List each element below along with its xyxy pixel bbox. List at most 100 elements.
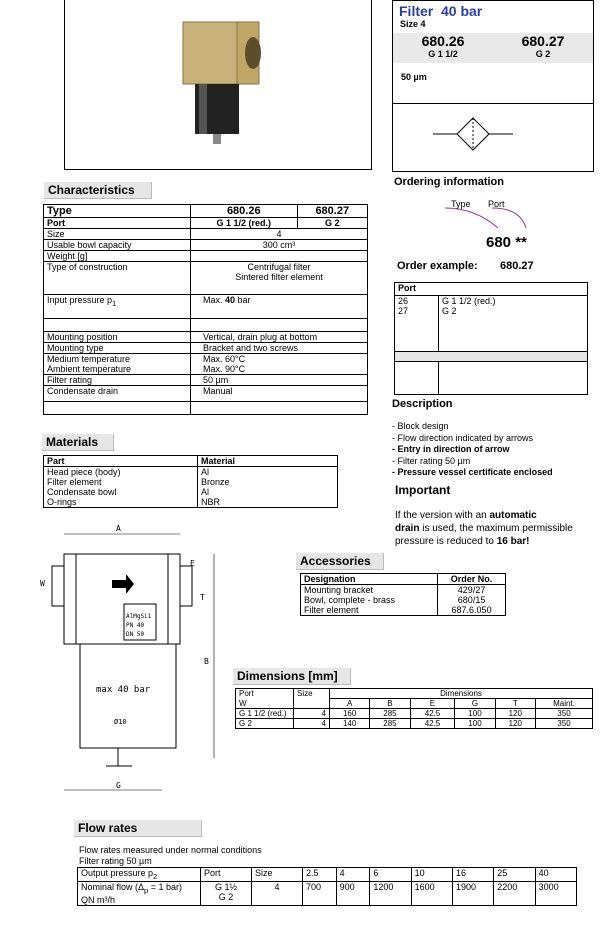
row-value: 4 (276, 229, 282, 239)
characteristics-heading: Characteristics (44, 182, 152, 199)
materials-heading: Materials (42, 434, 114, 451)
row-value-bold: 40 (225, 295, 236, 305)
row-value-unit: bar (235, 295, 251, 305)
dim-value: 285 (369, 708, 411, 719)
description-item: - Filter rating 50 µm (392, 455, 471, 466)
dim-value: 160 (329, 708, 371, 719)
row-label: Condensate drain (43, 385, 191, 402)
dim-value: 350 (557, 709, 571, 718)
row-label: Mounting position (43, 331, 191, 343)
dim-value: 120 (495, 718, 536, 729)
col-w: W (235, 698, 294, 709)
code-1: 680.26 (421, 33, 465, 49)
dim-w-label: W (40, 579, 45, 588)
flow-value: 3000 (538, 881, 559, 892)
col-type: Type (43, 204, 191, 218)
dimensions-heading: Dimensions [mm] (233, 668, 351, 685)
dim-col: B (369, 698, 411, 709)
order-example-label: Order example: (397, 260, 478, 272)
col-part: Part (43, 455, 198, 467)
flow-value: 1200 (369, 881, 412, 906)
flow-row-label-3: QN m³/h (81, 894, 116, 905)
flow-col-pressure: 40 (538, 868, 549, 878)
dim-size: 4 (293, 708, 330, 719)
row-label: Mounting type (43, 342, 191, 354)
material-value: NBR (201, 497, 221, 507)
dim-value: 350 (557, 719, 571, 728)
type-label: Type (451, 199, 471, 209)
flow-note-1: Flow rates measured under normal conditi… (79, 845, 262, 855)
material-part: Condensate bowl (43, 487, 198, 497)
ordering-arrows (444, 207, 527, 229)
flow-table: Output pressure p2 Port Size 2.5 4 6 10 … (77, 867, 577, 906)
flow-note-2: Filter rating 50 µm (79, 856, 152, 866)
dim-size: 4 (293, 718, 330, 729)
flow-value: 1600 (411, 881, 453, 906)
row-value: Bracket and two screws (203, 343, 299, 353)
product-title: Filter 40 bar (399, 3, 483, 19)
technical-drawing: A AlMgSi1 PN 40 DN 50 max 40 bar Ø10 G B… (40, 524, 215, 791)
important-bold-1: automatic (489, 510, 537, 521)
filter-product-image (182, 21, 261, 144)
flow-port: G 1½ (214, 881, 237, 892)
row-label: Port (43, 217, 191, 229)
row-label: Weight [g] (43, 250, 191, 262)
flow-col-port: Port (200, 867, 252, 882)
row-label: Filter rating (43, 374, 191, 386)
dim-t-label: T (200, 593, 205, 602)
drawing-diameter: Ø10 (114, 718, 127, 726)
description-item: - Entry in direction of arrow (392, 444, 510, 454)
row-value: Max. 60°C (203, 354, 246, 364)
flow-value: 1900 (452, 881, 495, 906)
row-value: Max. (203, 295, 226, 305)
flow-heading: Flow rates (74, 820, 202, 837)
material-part: O-rings (43, 497, 198, 508)
plate-line-3: DN 50 (126, 631, 144, 638)
port-header: Port (395, 283, 587, 296)
order-code: 680 ** (486, 234, 527, 251)
dim-col: Maint. (553, 699, 575, 708)
row-a: G 1 1/2 (red.) (190, 217, 298, 229)
important-line-3: pressure is reduced to (395, 536, 497, 547)
dim-value: 285 (369, 718, 411, 729)
row-label: Medium temperature (43, 353, 191, 364)
row-label: Size (43, 228, 191, 240)
col-port: Port (235, 688, 294, 699)
order-example-value: 680.27 (500, 260, 534, 272)
port-2: G 2 (535, 49, 551, 59)
important-line-1: If the version with an (395, 510, 490, 521)
row-b: G 2 (325, 218, 340, 228)
col-designation: Designation (300, 573, 439, 585)
flow-col-pressure: 2.5 (302, 867, 337, 882)
accessory-name: Mounting bracket (300, 584, 439, 595)
row-label: Input pressure p (47, 295, 113, 305)
flow-col-pressure: 6 (369, 867, 412, 882)
flow-row-label: Nominal flow (Δ (81, 881, 145, 892)
dim-col: T (495, 698, 536, 709)
important-line-2: is used, the maximum permissible (419, 523, 573, 534)
dim-a-label: A (116, 524, 121, 533)
product-photo-frame (64, 0, 372, 170)
dim-b-label: B (204, 657, 209, 666)
row-label: Type of construction (43, 261, 191, 295)
dim-value: 120 (495, 708, 536, 719)
flow-row-label-2: = 1 bar) (148, 881, 182, 892)
accessory-order: 680/15 (457, 595, 486, 605)
dim-g-label: G (116, 781, 121, 790)
col-size: Size (293, 688, 330, 699)
flow-col-pressure: 4 (336, 867, 371, 882)
flow-col-pressure: 16 (452, 867, 495, 882)
important-bold-3: 16 bar! (496, 536, 530, 547)
flow-value: 2200 (493, 881, 536, 906)
flow-value: 900 (336, 881, 371, 906)
port-code: 26 (398, 296, 409, 306)
row-value: Max. 90°C (203, 364, 246, 374)
port-code: 27 (398, 306, 409, 316)
row-label: Ambient temperature (43, 364, 191, 375)
row-value: 50 µm (203, 375, 229, 385)
flow-col-size: Size (251, 867, 303, 882)
